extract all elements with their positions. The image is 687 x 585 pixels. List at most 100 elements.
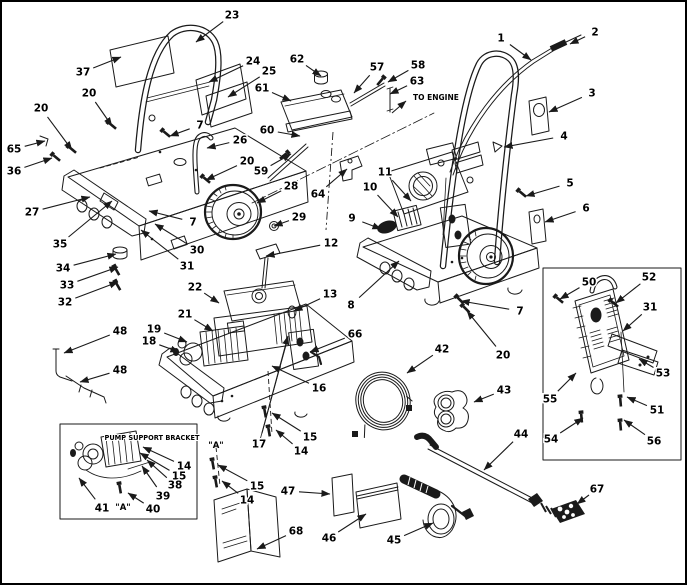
callout-label-9-10: 9 bbox=[348, 213, 355, 225]
callout-label-46-55: 46 bbox=[322, 533, 337, 545]
callout-leader-14-19 bbox=[142, 446, 175, 462]
handle-grip-tube bbox=[192, 132, 214, 195]
engine-assembled bbox=[377, 142, 472, 248]
callout-label-8-9: 8 bbox=[347, 300, 354, 312]
callout-label-20-28: 20 bbox=[496, 350, 511, 362]
callout-leader-46-55 bbox=[337, 513, 367, 533]
callout-label-12-13: 12 bbox=[324, 238, 339, 250]
callout-leader-20-26 bbox=[47, 116, 73, 151]
callout-leader-23-31 bbox=[195, 21, 224, 43]
callout-label-59-68: 59 bbox=[254, 166, 269, 178]
inset-pump-support-bracket: PUMP SUPPORT BRACKET bbox=[59, 423, 201, 520]
callout-leader-15-18 bbox=[217, 464, 248, 482]
callout-leader-42-51 bbox=[406, 354, 434, 374]
pump-inset-drawing bbox=[70, 430, 151, 496]
callout-leader-8-9 bbox=[358, 260, 400, 299]
callout-leader-39-48 bbox=[141, 465, 158, 488]
hose-coil bbox=[355, 371, 413, 439]
hose-1 bbox=[442, 34, 582, 236]
callout-label-37-46: 37 bbox=[76, 67, 91, 79]
callout-label-31-40: 31 bbox=[643, 302, 658, 314]
callout-leader-68-77 bbox=[256, 535, 287, 550]
callout-leader-64-73 bbox=[325, 168, 348, 188]
callout-label-16-21: 16 bbox=[312, 383, 327, 395]
callout-label-66-75: 66 bbox=[348, 329, 363, 341]
callout-leader-31-40 bbox=[622, 313, 643, 332]
callout-leader-22-30 bbox=[203, 292, 220, 304]
callout-leader-66-75 bbox=[309, 337, 346, 353]
callout-label-31-39: 31 bbox=[180, 261, 195, 273]
callout-leader-37-46 bbox=[92, 56, 122, 69]
callout-leader-20-25 bbox=[94, 101, 113, 127]
callout-label-40-49: 40 bbox=[146, 504, 161, 516]
marker-a-inset: "A" bbox=[115, 503, 130, 513]
callout-leader-12-13 bbox=[265, 244, 321, 258]
callout-leader-48-58 bbox=[79, 372, 110, 383]
callout-leader-58-67 bbox=[387, 69, 409, 83]
callout-leader-63-72 bbox=[389, 85, 408, 95]
callout-label-28-36: 28 bbox=[284, 181, 299, 193]
dipstick-22 bbox=[261, 257, 266, 289]
clip-65 bbox=[39, 135, 49, 147]
callout-leader-53-62 bbox=[638, 358, 654, 368]
gun-holster bbox=[433, 390, 469, 433]
callout-label-38-47: 38 bbox=[168, 480, 183, 492]
callout-label-57-66: 57 bbox=[370, 62, 385, 74]
callout-label-55-64: 55 bbox=[543, 394, 558, 406]
callout-label-17-22: 17 bbox=[252, 439, 267, 451]
callout-label-1-0: 1 bbox=[497, 33, 504, 45]
pump-bracket-title: PUMP SUPPORT BRACKET bbox=[105, 434, 200, 442]
callout-leader-6-5 bbox=[544, 211, 576, 223]
callout-leader-28-36 bbox=[256, 190, 282, 204]
unloader-manifold bbox=[288, 328, 323, 370]
callout-label-7-6: 7 bbox=[196, 120, 203, 132]
decal-47 bbox=[331, 473, 355, 517]
callout-label-23-31: 23 bbox=[225, 10, 240, 22]
callout-leader-65-74 bbox=[24, 139, 46, 147]
callout-leader-38-47 bbox=[146, 459, 168, 479]
nozzle-kit bbox=[551, 500, 585, 523]
callout-label-22-30: 22 bbox=[188, 282, 203, 294]
callout-label-62-71: 62 bbox=[290, 54, 305, 66]
callout-leader-1-0 bbox=[509, 44, 532, 61]
bolt-5 bbox=[514, 185, 529, 200]
callout-leader-31-39 bbox=[140, 229, 179, 260]
decal-plate-37 bbox=[109, 35, 175, 88]
callout-leader-3-2 bbox=[548, 96, 583, 113]
callout-label-53-62: 53 bbox=[656, 368, 671, 380]
callout-leader-5-4 bbox=[525, 185, 560, 197]
callout-label-60-69: 60 bbox=[260, 125, 275, 137]
handle-rods-48 bbox=[52, 348, 107, 404]
hose-fitting-2 bbox=[549, 39, 568, 52]
callout-label-48-58: 48 bbox=[113, 365, 128, 377]
callout-label-67-76: 67 bbox=[590, 484, 605, 496]
callout-label-41-50: 41 bbox=[95, 503, 110, 515]
callout-label-18-23: 18 bbox=[142, 336, 157, 348]
assembled-frame bbox=[356, 215, 540, 306]
callout-label-15-16: 15 bbox=[303, 432, 318, 444]
callout-label-14-15: 14 bbox=[294, 446, 309, 458]
bolt-14b bbox=[211, 473, 221, 490]
callout-leader-19-24 bbox=[163, 332, 188, 343]
callout-label-47-56: 47 bbox=[281, 486, 296, 498]
callout-label-44-53: 44 bbox=[514, 429, 529, 441]
callout-label-15-18: 15 bbox=[250, 481, 265, 493]
callout-label-6-5: 6 bbox=[582, 203, 589, 215]
callout-label-14-17: 14 bbox=[240, 495, 255, 507]
callout-label-15-20: 15 bbox=[172, 471, 187, 483]
callout-label-29-37: 29 bbox=[292, 212, 307, 224]
cap-4 bbox=[492, 141, 503, 153]
callout-leader-14-17 bbox=[221, 480, 239, 494]
callout-leader-57-66 bbox=[353, 74, 371, 94]
callout-leader-11-12 bbox=[391, 179, 412, 202]
callout-leader-50-59 bbox=[559, 287, 580, 300]
callout-leader-7-7 bbox=[148, 209, 183, 220]
callout-leader-54-63 bbox=[559, 417, 584, 434]
plate-12 bbox=[255, 243, 281, 260]
callout-label-58-67: 58 bbox=[411, 60, 426, 72]
callout-leader-14-15 bbox=[275, 429, 293, 445]
callout-label-52-61: 52 bbox=[642, 272, 657, 284]
